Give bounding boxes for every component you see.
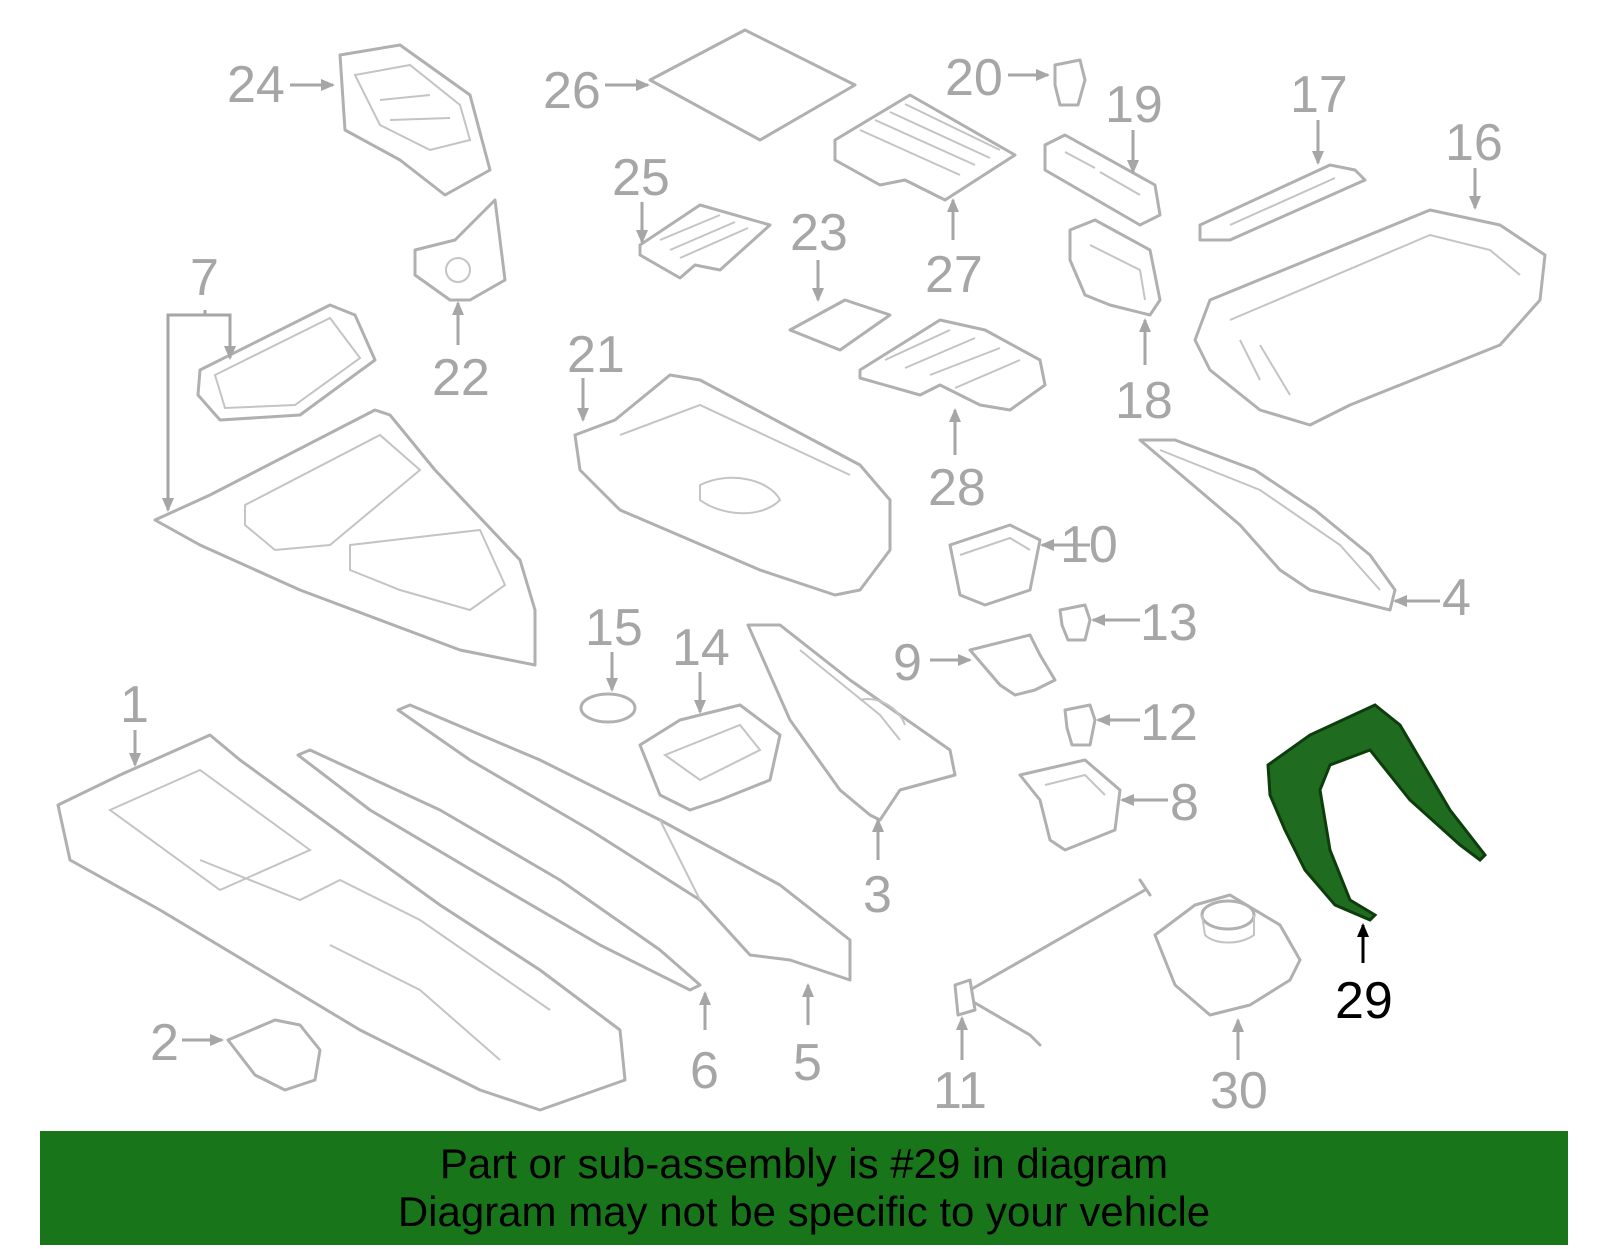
svg-text:18: 18 — [1115, 372, 1173, 430]
callout-22: 22 — [432, 301, 490, 407]
part-14 — [638, 703, 782, 812]
part-28 — [858, 318, 1047, 412]
callout-5: 5 — [793, 983, 822, 1092]
part-26 — [648, 28, 857, 142]
callout-11: 11 — [933, 1016, 987, 1120]
callout-25: 25 — [612, 149, 670, 244]
svg-text:22: 22 — [432, 349, 490, 407]
banner-line-1: Part or sub-assembly is #29 in diagram — [439, 1140, 1169, 1187]
svg-text:15: 15 — [585, 599, 643, 657]
svg-text:19: 19 — [1105, 76, 1163, 134]
svg-text:24: 24 — [227, 56, 285, 114]
part-2 — [226, 1018, 322, 1092]
part-12 — [1063, 703, 1097, 747]
callout-29: 29 — [1335, 923, 1393, 1030]
svg-text:9: 9 — [893, 634, 922, 692]
part-15 — [579, 692, 637, 724]
svg-text:30: 30 — [1210, 1062, 1268, 1120]
part-29 — [1266, 703, 1487, 922]
svg-text:26: 26 — [543, 62, 601, 120]
callout-27: 27 — [925, 198, 983, 304]
callout-28: 28 — [928, 408, 986, 517]
part-27 — [833, 93, 1017, 202]
part-5 — [396, 703, 852, 982]
part-1 — [56, 733, 627, 1112]
part-18 — [1068, 218, 1162, 317]
callout-8: 8 — [1120, 774, 1199, 832]
svg-text:8: 8 — [1170, 774, 1199, 832]
callout-4: 4 — [1393, 569, 1471, 627]
svg-text:23: 23 — [790, 204, 848, 262]
part-25 — [638, 203, 772, 280]
info-banner: Part or sub-assembly is #29 in diagram D… — [40, 1131, 1568, 1245]
part-16 — [1193, 208, 1547, 427]
callout-26: 26 — [543, 62, 650, 120]
svg-text:14: 14 — [672, 619, 730, 677]
callout-18: 18 — [1115, 318, 1173, 430]
svg-text:7: 7 — [190, 249, 219, 307]
callout-3: 3 — [863, 818, 892, 924]
part-4 — [1138, 438, 1397, 612]
part-13 — [1058, 603, 1092, 642]
callout-14: 14 — [672, 619, 730, 714]
svg-text:5: 5 — [793, 1034, 822, 1092]
callout-10: 10 — [1040, 516, 1118, 574]
callout-16: 16 — [1445, 114, 1503, 210]
svg-text:28: 28 — [928, 459, 986, 517]
callout-19: 19 — [1105, 76, 1163, 174]
part-8 — [1018, 758, 1122, 852]
callout-12: 12 — [1096, 694, 1198, 752]
callout-2: 2 — [150, 1014, 224, 1072]
banner-line-2: Diagram may not be specific to your vehi… — [397, 1188, 1211, 1235]
part-23 — [788, 298, 892, 352]
part-17 — [1198, 163, 1367, 242]
svg-text:1: 1 — [120, 676, 149, 734]
svg-text:20: 20 — [945, 49, 1003, 107]
part-24 — [338, 43, 492, 197]
part-22 — [413, 198, 507, 302]
part-9 — [968, 633, 1057, 697]
callout-23: 23 — [790, 204, 848, 302]
svg-text:13: 13 — [1140, 594, 1198, 652]
part-30 — [1153, 893, 1302, 1017]
callout-20: 20 — [945, 49, 1050, 107]
callout-9: 9 — [893, 634, 972, 692]
callout-21: 21 — [567, 326, 625, 422]
svg-text:17: 17 — [1290, 66, 1348, 124]
part-3 — [746, 623, 957, 822]
callout-15: 15 — [585, 599, 643, 692]
svg-text:29: 29 — [1335, 972, 1393, 1030]
svg-text:2: 2 — [150, 1014, 179, 1072]
part-11 — [953, 878, 1152, 1047]
callout-6: 6 — [690, 991, 719, 1100]
part-7-bezel — [153, 408, 537, 667]
part-19 — [1043, 133, 1162, 227]
callout-1: 1 — [120, 676, 149, 767]
svg-text:12: 12 — [1140, 694, 1198, 752]
svg-text:25: 25 — [612, 149, 670, 207]
svg-text:27: 27 — [925, 246, 983, 304]
part-7 — [196, 303, 377, 422]
svg-text:4: 4 — [1442, 569, 1471, 627]
callout-17: 17 — [1290, 66, 1348, 165]
svg-text:21: 21 — [567, 326, 625, 384]
svg-text:11: 11 — [933, 1062, 987, 1120]
svg-text:3: 3 — [863, 866, 892, 924]
svg-text:6: 6 — [690, 1042, 719, 1100]
part-10 — [948, 523, 1042, 607]
part-21 — [573, 373, 892, 597]
svg-text:16: 16 — [1445, 114, 1503, 172]
callout-30: 30 — [1210, 1018, 1268, 1120]
callout-7: 7 — [162, 249, 236, 512]
callout-13: 13 — [1091, 594, 1198, 652]
part-6 — [296, 748, 702, 992]
part-20 — [1053, 58, 1087, 107]
callout-24: 24 — [227, 56, 335, 114]
